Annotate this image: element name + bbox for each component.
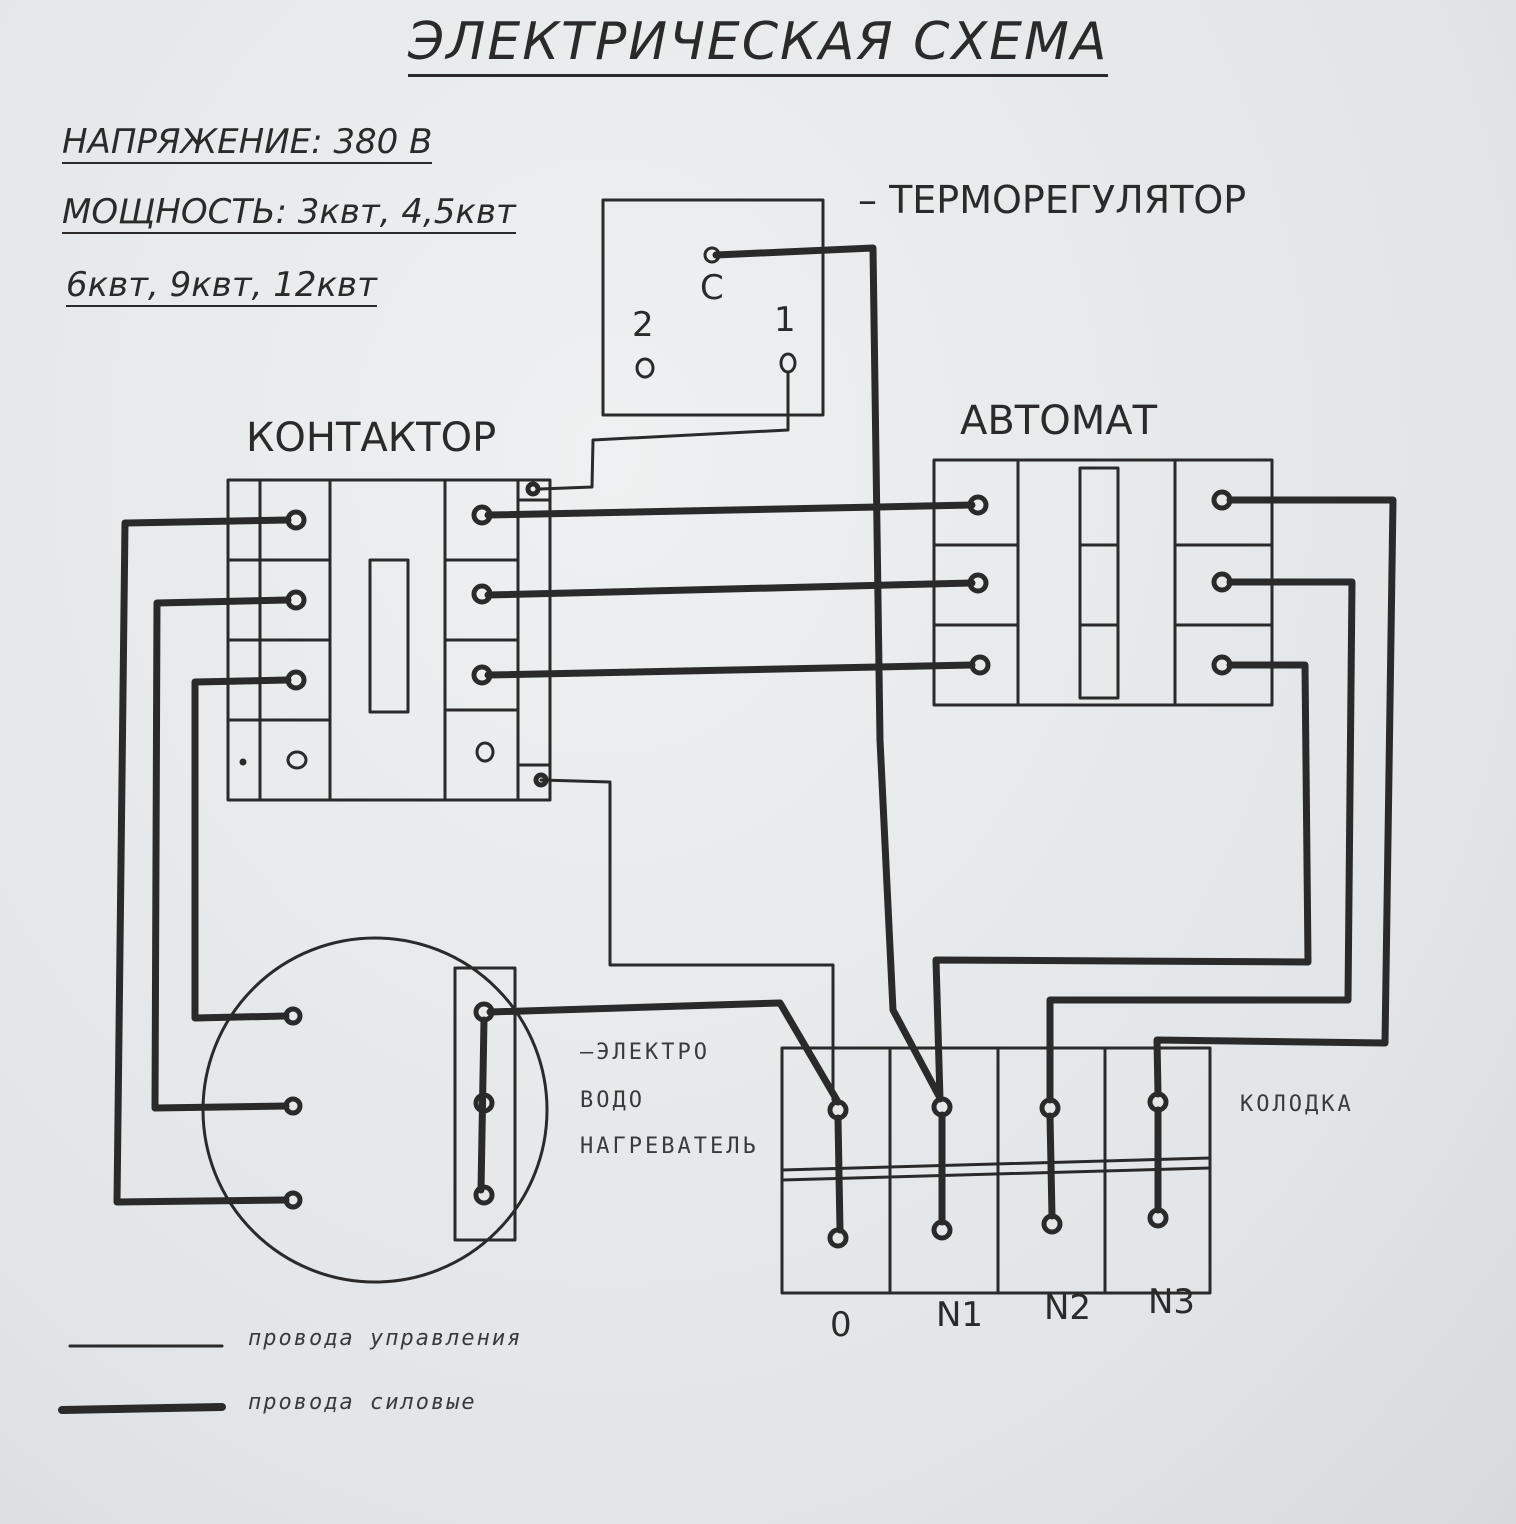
power-spec-line1: МОЩНОСТЬ: 3квт, 4,5квт — [62, 192, 516, 234]
terminal-label-n1: N1 — [936, 1295, 984, 1335]
power-wires — [113, 244, 1397, 1234]
contactor-label: КОНТАКТОР — [246, 415, 497, 461]
heater-terminals — [283, 1001, 495, 1210]
heater-label-line3: НАГРЕВАТЕЛЬ — [580, 1134, 759, 1159]
voltage-spec: НАПРЯЖЕНИЕ: 380 В — [62, 122, 433, 164]
heater-label-line1: –ЭЛЕКТРО — [580, 1040, 710, 1065]
terminal-label-0: 0 — [830, 1305, 852, 1345]
heater-circle — [201, 936, 549, 1284]
heater-label-line2: ВОДО — [580, 1088, 645, 1113]
legend-power-label: провода силовые — [248, 1390, 477, 1415]
legend-power-line — [58, 1403, 226, 1414]
heater-terminal-strip — [453, 966, 517, 1242]
power-spec-line2: 6квт, 9квт, 12квт — [66, 265, 377, 307]
contactor-body — [226, 478, 552, 802]
thermostat-box — [601, 198, 825, 417]
thermostat-terminal-1 — [779, 352, 797, 374]
thermostat-label: – ТЕРМОРЕГУЛЯТОР — [858, 178, 1247, 222]
control-wires — [538, 370, 835, 1102]
thermostat-1-label: 1 — [774, 300, 796, 340]
thermostat-terminal-2 — [635, 357, 655, 379]
breaker-label: АВТОМАТ — [960, 398, 1158, 444]
thermostat-2-label: 2 — [632, 305, 654, 345]
legend-control-label: провода управления — [248, 1326, 523, 1351]
contactor-terminals — [285, 481, 549, 788]
breaker-terminals — [967, 489, 1233, 676]
terminal-label-n2: N2 — [1044, 1288, 1092, 1328]
thermostat-c-label: С — [700, 268, 724, 308]
terminal-block-body — [780, 1046, 1212, 1295]
terminal-label-n3: N3 — [1148, 1282, 1196, 1322]
terminal-block-label: КОЛОДКА — [1240, 1092, 1354, 1117]
page-title: ЭЛЕКТРИЧЕСКАЯ СХЕМА — [408, 12, 1109, 77]
